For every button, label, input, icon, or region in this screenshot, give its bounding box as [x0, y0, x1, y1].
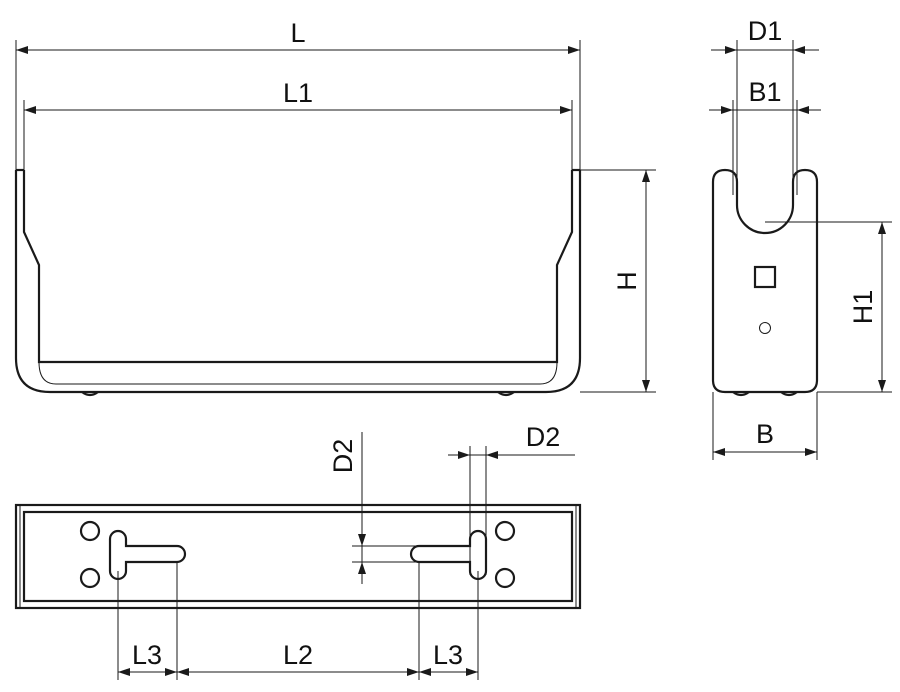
dim-l2-label: L2	[283, 640, 313, 670]
front-view	[14, 168, 582, 397]
mounting-hole-bottom-right	[494, 567, 516, 589]
dimension-d2-horizontal: D2	[448, 422, 575, 575]
dimension-l: L	[15, 18, 581, 170]
front-view-right-foot	[497, 391, 515, 397]
side-view-round-hole	[759, 322, 771, 334]
dimension-h1: H1	[765, 221, 892, 393]
dimension-h: H	[580, 169, 656, 393]
dim-l1-label: L1	[283, 78, 313, 108]
dimension-d2-vertical: D2	[328, 432, 419, 584]
dim-h1-label: H1	[848, 290, 878, 325]
dimension-l1: L1	[23, 78, 573, 170]
side-view-outline	[711, 168, 819, 394]
side-view-square-hole	[753, 265, 777, 289]
front-view-inner-face	[38, 361, 558, 385]
dim-l3-left-label: L3	[132, 640, 162, 670]
keyhole-slot-right	[409, 529, 488, 581]
dimension-b: B	[712, 392, 818, 460]
dim-h-label: H	[612, 271, 642, 291]
dim-d2h-label: D2	[526, 422, 561, 452]
dim-b-label: B	[756, 419, 774, 449]
dimension-b1: B1	[709, 77, 821, 195]
dim-l-label: L	[290, 18, 305, 48]
top-view-outer-outline	[14, 503, 582, 610]
dimension-l3-l2-l3: L3 L2 L3	[117, 562, 479, 680]
top-view	[14, 503, 582, 610]
mounting-hole-top-right	[494, 520, 516, 542]
dim-b1-label: B1	[748, 77, 781, 107]
dim-l3-right-label: L3	[433, 640, 463, 670]
keyhole-slot-left	[108, 529, 187, 581]
side-view-left-foot	[732, 391, 750, 397]
front-view-outer-outline	[14, 170, 582, 394]
mounting-hole-bottom-left	[79, 567, 101, 589]
side-view-right-foot	[780, 391, 798, 397]
front-view-left-foot	[81, 391, 99, 397]
top-view-inner-outline	[22, 510, 574, 603]
dimension-d1: D1	[711, 16, 819, 200]
side-view	[711, 168, 819, 397]
mounting-hole-top-left	[79, 520, 101, 542]
dim-d2v-label: D2	[328, 439, 358, 474]
front-view-inner-outline	[22, 170, 574, 364]
dim-d1-label: D1	[748, 16, 783, 46]
